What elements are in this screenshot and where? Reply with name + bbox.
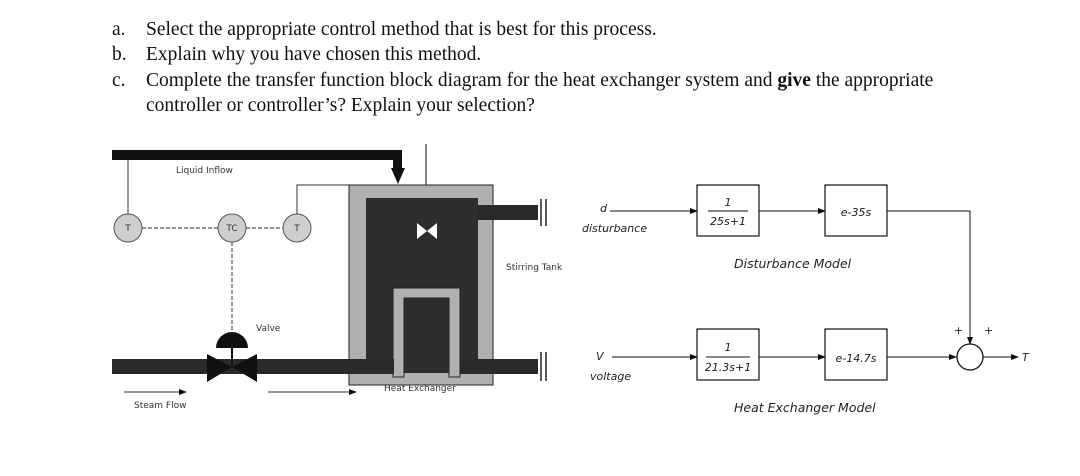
voltage-symbol: V — [596, 350, 605, 363]
hx-tf-numerator: 1 — [725, 341, 732, 354]
process-diagram: Liquid Inflow T TC T Stirring Tank — [112, 144, 563, 411]
disturbance-to-sum-line — [887, 210, 973, 345]
liquid-inflow-label: Liquid Inflow — [176, 166, 233, 176]
valve-body-right — [232, 354, 257, 382]
temperature-sensor-right — [282, 213, 312, 243]
liquid-inflow-pipe — [112, 150, 402, 170]
sensor-right-label: T — [293, 224, 300, 234]
sum-sign-b: + — [984, 324, 993, 337]
question-c-text-line2: controller or controller’s? Explain your… — [146, 95, 535, 116]
question-c-text-post: the appropriate — [810, 70, 934, 91]
sum-sign-a: + — [954, 324, 963, 337]
heat-exchanger-label: Heat Exchanger — [384, 384, 456, 394]
question-b-label: b. — [112, 44, 127, 65]
question-a-text: Select the appropriate control method th… — [146, 19, 657, 40]
hx-delay-text: e-14.7s — [836, 352, 877, 365]
steam-flow-label: Steam Flow — [134, 401, 186, 411]
hx-tf-denominator: 21.3s+1 — [705, 361, 751, 374]
heat-exchanger-coil — [392, 287, 461, 378]
heat-exchanger-delay-block — [824, 328, 888, 381]
sensor-left-label: T — [124, 224, 131, 234]
temperature-controller — [217, 213, 247, 243]
valve-label: Valve — [256, 324, 281, 334]
output-label: T — [1022, 351, 1030, 364]
controller-label: TC — [225, 224, 237, 234]
dist-tf-numerator: 1 — [725, 196, 732, 209]
steam-return-pipe — [460, 359, 538, 374]
right-sensor-line — [296, 184, 349, 214]
stirrer-icon — [417, 223, 437, 239]
tank-outlet-pipe — [478, 205, 538, 220]
question-c-text-bold: give — [777, 70, 811, 91]
question-c-text-pre: Complete the transfer function block dia… — [146, 70, 778, 91]
inflow-arrow-head — [391, 168, 405, 184]
disturbance-delay-block — [824, 184, 888, 237]
valve-actuator — [216, 332, 248, 348]
question-a-label: a. — [112, 19, 126, 40]
dist-tf-denominator: 25s+1 — [710, 215, 746, 228]
valve-body-left — [207, 354, 232, 382]
summing-junction — [956, 343, 984, 371]
temperature-sensor-left — [113, 213, 143, 243]
disturbance-model-label: Disturbance Model — [734, 256, 852, 271]
heat-exchanger-transfer-function-block — [696, 328, 760, 381]
stirring-tank-label: Stirring Tank — [506, 263, 563, 273]
question-c-text: Complete the transfer function block dia… — [146, 69, 933, 93]
disturbance-label: disturbance — [582, 222, 647, 235]
question-c-label: c. — [112, 70, 126, 91]
question-b-text: Explain why you have chosen this method. — [146, 44, 482, 65]
tank-liquid — [366, 198, 478, 373]
block-diagram: d disturbance 1 25s+1 e-35s Disturbance … — [582, 184, 1030, 415]
dist-delay-text: e-35s — [841, 206, 872, 219]
voltage-label: voltage — [590, 370, 631, 383]
disturbance-symbol: d — [600, 202, 608, 215]
heat-exchanger-model-label: Heat Exchanger Model — [734, 400, 876, 415]
